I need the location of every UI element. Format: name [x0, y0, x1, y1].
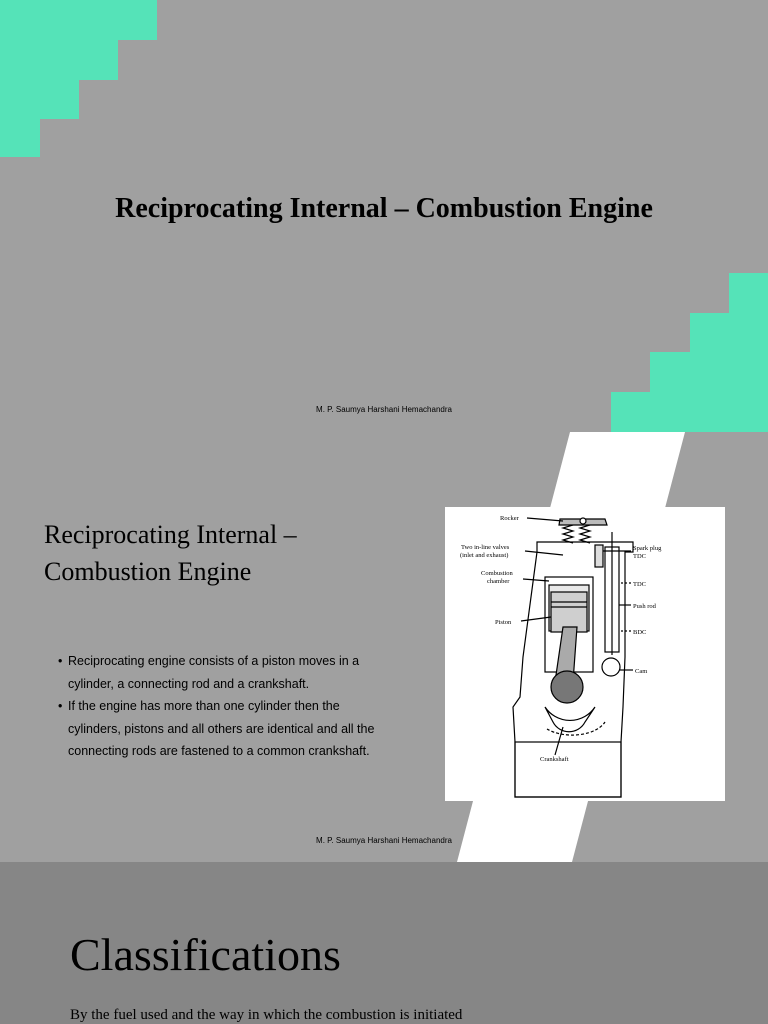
slide-heading: Reciprocating Internal – Combustion Engi… [44, 516, 404, 590]
bullet-item: If the engine has more than one cylinder… [58, 695, 388, 763]
accent-step-decoration [611, 392, 768, 432]
slide-heading-line: Reciprocating Internal – [44, 520, 297, 549]
engine-cross-section-illustration: Rocker Two in-line valves (inlet and exh… [460, 515, 662, 798]
diagram-label: Combustion [481, 570, 514, 577]
accent-step-decoration [0, 40, 118, 80]
bullet-list: Reciprocating engine consists of a pisto… [58, 650, 388, 763]
slide-heading: Classifications [70, 929, 341, 980]
author-footer: M. P. Saumya Harshani Hemachandra [316, 405, 452, 414]
diagram-label: (inlet and exhaust) [460, 552, 508, 559]
accent-step-decoration [0, 119, 40, 157]
diagram-label: Crankshaft [540, 756, 569, 763]
diagram-label: Push rod [633, 603, 657, 610]
diagram-label: Piston [495, 619, 512, 626]
accent-step-decoration [690, 313, 768, 352]
accent-step-decoration [0, 80, 79, 119]
accent-step-decoration [729, 273, 768, 313]
accent-step-decoration [650, 352, 768, 392]
classifications-slide: Classifications By the fuel used and the… [0, 862, 768, 1024]
diagram-label: TDC [633, 581, 646, 588]
engine-slide: Reciprocating Internal – Combustion Engi… [0, 432, 768, 862]
slide-heading-line: Combustion Engine [44, 557, 252, 586]
slide-title: Reciprocating Internal – Combustion Engi… [115, 193, 653, 224]
accent-step-decoration [0, 0, 157, 40]
diagram-label: TDC [633, 553, 646, 560]
slide-subtitle: By the fuel used and the way in which th… [70, 1007, 463, 1023]
bullet-item: Reciprocating engine consists of a pisto… [58, 650, 388, 695]
author-footer: M. P. Saumya Harshani Hemachandra [316, 836, 452, 845]
diagram-label: BDC [633, 629, 646, 636]
diagram-label: Cam [635, 668, 647, 675]
diagram-label: chamber [487, 578, 510, 585]
engine-diagram: Rocker Two in-line valves (inlet and exh… [445, 507, 725, 801]
diagram-label: Rocker [500, 515, 520, 522]
diagram-label: Two in-line valves [461, 544, 510, 551]
title-slide: Reciprocating Internal – Combustion Engi… [0, 0, 768, 432]
diagram-label: Spark plug [633, 545, 662, 552]
